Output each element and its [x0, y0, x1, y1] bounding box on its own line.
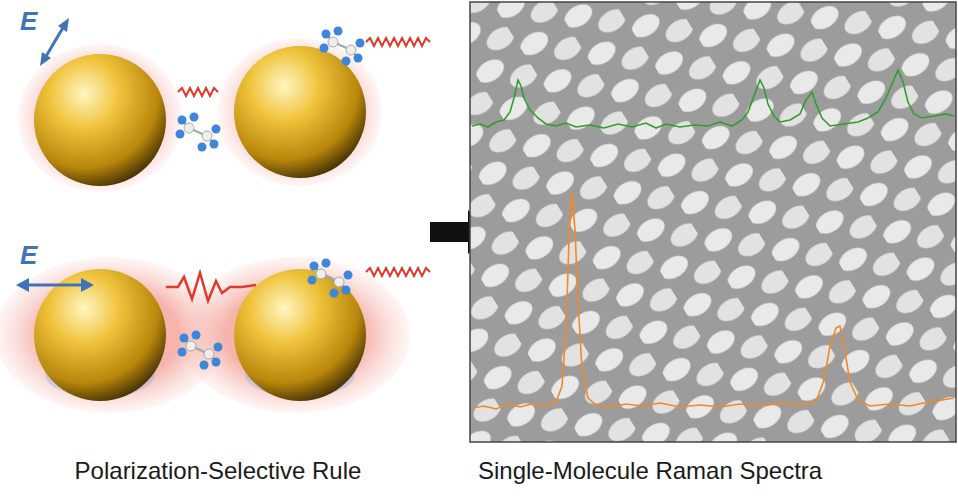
sem-image-part [470, 2, 956, 442]
raman-spectrum-orange [472, 192, 954, 409]
dimer-top-part [176, 113, 221, 152]
dimer-top-part [320, 27, 365, 66]
dimer-top-part [45, 26, 64, 58]
dimer-bottom-part [16, 278, 94, 292]
field-label: E [20, 240, 37, 271]
dimer-bottom [0, 257, 430, 413]
dimer-top-part [34, 54, 166, 186]
sem-image-part [470, 2, 956, 442]
dimer-bottom-part [366, 268, 430, 276]
dimer-bottom-part [178, 331, 223, 370]
sem-image [470, 2, 956, 442]
dimer-top-part [234, 46, 366, 178]
field-label: E [20, 6, 37, 37]
dimer-bottom-part [34, 269, 166, 401]
dimer-top-part [40, 18, 69, 66]
dimer-top-part [178, 88, 218, 96]
dimer-top [18, 18, 430, 192]
dimer-top-part [366, 38, 430, 46]
panel-caption: Single-Molecule Raman Spectra [478, 457, 822, 485]
dimer-bottom-part [28, 284, 82, 287]
dimer-bottom-part [180, 257, 410, 413]
panel-caption: Polarization-Selective Rule [75, 457, 362, 485]
dimer-bottom-part [166, 273, 256, 301]
dimer-bottom-part [308, 259, 353, 298]
sem-image-part [470, 2, 956, 442]
dimer-top-part [18, 44, 182, 192]
raman-spectrum-green [472, 70, 954, 128]
